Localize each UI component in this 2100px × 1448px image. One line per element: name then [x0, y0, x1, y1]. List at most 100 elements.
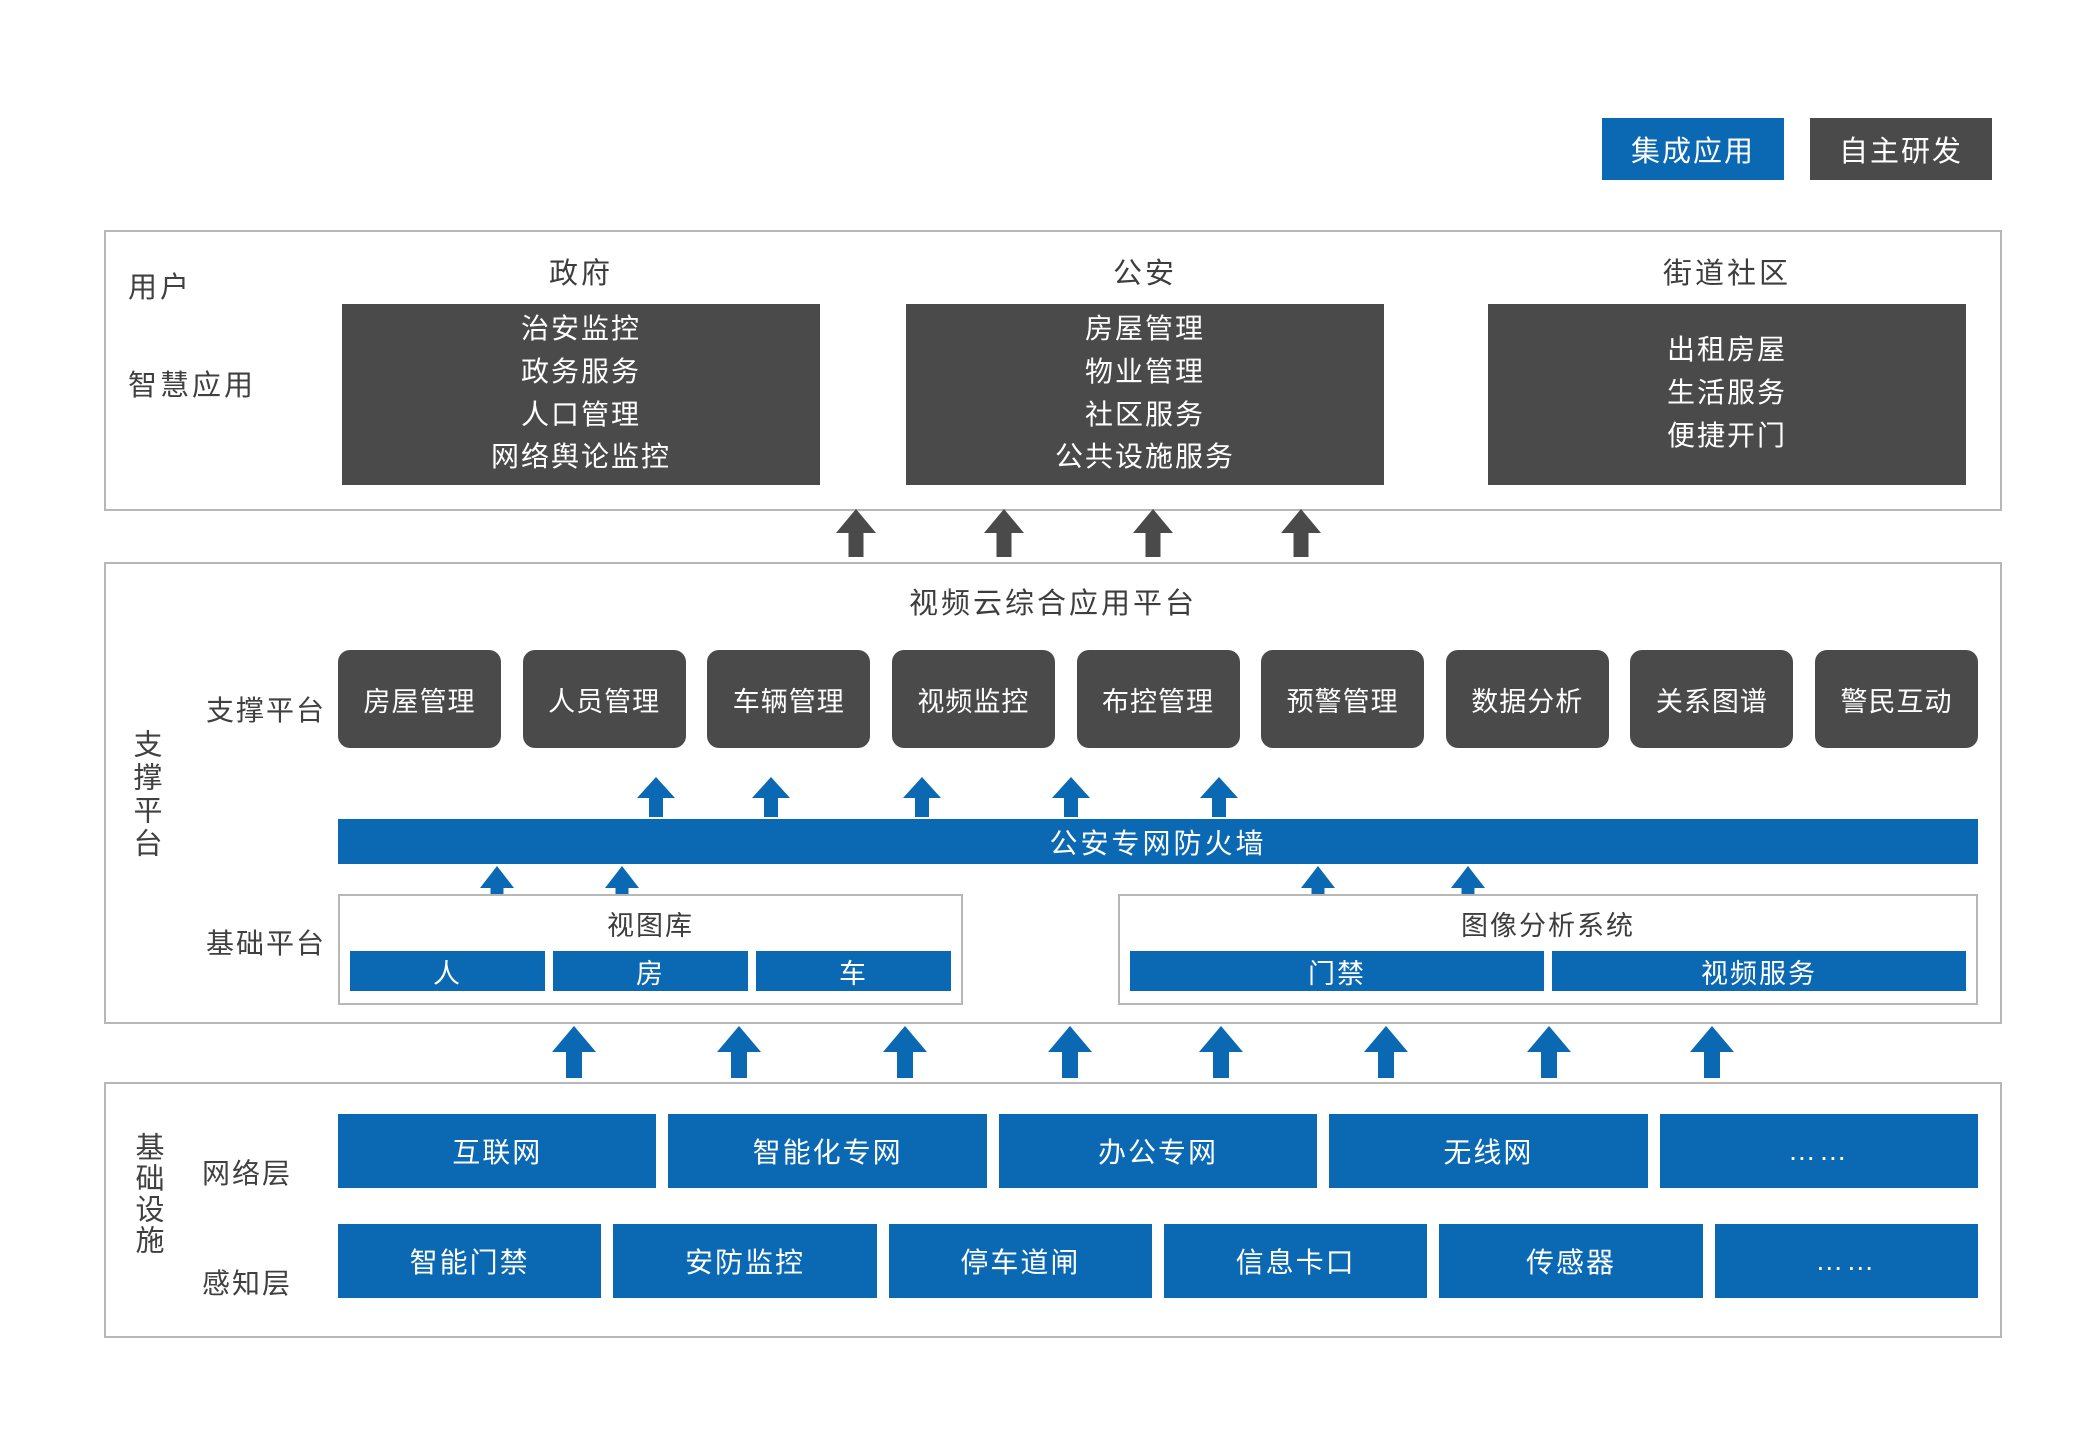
application-column-street-community: 街道社区 出租房屋 生活服务 便捷开门 [1488, 250, 1966, 485]
arrow-up-icon [1133, 509, 1173, 557]
network-item-wireless-network[interactable]: 无线网 [1329, 1114, 1648, 1188]
smart-application-section: 用户 智慧应用 政府 治安监控 政务服务 人口管理 网络舆论监控 公安 房屋管理… [104, 230, 2002, 511]
arrow-head [752, 777, 790, 798]
base-group-view-library: 视图库 人 房 车 [338, 894, 963, 1005]
application-item: 社区服务 [1084, 398, 1205, 430]
arrow-up-icon [1281, 509, 1321, 557]
network-layer-row: 互联网 智能化专网 办公专网 无线网 …… [338, 1114, 1979, 1188]
support-tile-relationship-graph[interactable]: 关系图谱 [1630, 650, 1794, 748]
firewall-bar: 公安专网防火墙 [338, 819, 1978, 864]
base-item-person[interactable]: 人 [350, 951, 545, 991]
arrow-head [1364, 1026, 1408, 1052]
support-tile-personnel-management[interactable]: 人员管理 [522, 650, 686, 748]
row-label-sensing-layer: 感知层 [202, 1268, 293, 1299]
support-tile-video-surveillance[interactable]: 视频监控 [891, 650, 1055, 748]
sensing-item-security-surveillance[interactable]: 安防监控 [613, 1224, 877, 1298]
base-item-video-service[interactable]: 视频服务 [1552, 951, 1966, 991]
arrow-shaft [1213, 1050, 1229, 1078]
support-tile-vehicle-management[interactable]: 车辆管理 [707, 650, 871, 748]
sensing-item-information-checkpoint[interactable]: 信息卡口 [1163, 1224, 1428, 1298]
arrow-shaft [764, 795, 778, 817]
arrow-up-icon [1052, 777, 1090, 817]
infrastructure-section: 基础设施 网络层 感知层 互联网 智能化专网 办公专网 无线网 …… 智能门禁 … [104, 1082, 2002, 1338]
application-column-body: 房屋管理 物业管理 社区服务 公共设施服务 [906, 304, 1384, 485]
row-label-network-layer: 网络层 [202, 1158, 293, 1189]
base-group-items: 人 房 车 [350, 951, 951, 991]
support-tile-deployment-control[interactable]: 布控管理 [1076, 650, 1240, 748]
arrow-head [637, 777, 675, 798]
arrow-shaft [1704, 1050, 1720, 1078]
arrow-shaft [731, 1050, 747, 1078]
base-group-items: 门禁 视频服务 [1130, 951, 1966, 991]
platform-title: 视频云综合应用平台 [908, 588, 1197, 620]
network-item-internet[interactable]: 互联网 [338, 1114, 657, 1188]
application-item: 公共设施服务 [1054, 441, 1235, 473]
arrow-shaft [1064, 795, 1078, 817]
application-item: 人口管理 [520, 398, 641, 430]
arrow-shaft [1212, 795, 1226, 817]
application-item: 政务服务 [520, 355, 641, 387]
arrow-head [883, 1026, 927, 1052]
base-group-title: 视图库 [607, 911, 694, 941]
sensing-item-sensor[interactable]: 传感器 [1439, 1224, 1703, 1298]
arrow-head [1052, 777, 1090, 798]
arrow-up-icon [1690, 1026, 1734, 1078]
arrow-up-icon [883, 1026, 927, 1078]
arrow-head [1527, 1026, 1571, 1052]
legend: 集成应用 自主研发 [1602, 118, 1992, 180]
arrow-shaft [996, 527, 1012, 557]
arrow-up-icon [1200, 777, 1238, 817]
sensing-item-more[interactable]: …… [1714, 1224, 1978, 1298]
network-item-intelligent-private-network[interactable]: 智能化专网 [668, 1114, 987, 1188]
arrow-head [903, 777, 941, 798]
platform-section: 支撑平台 视频云综合应用平台 支撑平台 基础平台 房屋管理 人员管理 车辆管理 … [104, 562, 2002, 1024]
network-item-more[interactable]: …… [1659, 1114, 1979, 1188]
sensing-item-smart-access-control[interactable]: 智能门禁 [338, 1224, 602, 1298]
support-tile-house-management[interactable]: 房屋管理 [338, 650, 501, 748]
sensing-item-parking-barrier[interactable]: 停车道闸 [888, 1224, 1152, 1298]
application-column-title: 政府 [548, 258, 613, 290]
network-item-office-private-network[interactable]: 办公专网 [998, 1114, 1318, 1188]
arrow-head [1301, 866, 1335, 888]
row-label-user: 用户 [128, 272, 193, 304]
support-tile-police-public-interaction[interactable]: 警民互动 [1815, 650, 1978, 748]
row-label-base-platform: 基础平台 [206, 928, 327, 959]
base-item-vehicle[interactable]: 车 [756, 951, 951, 991]
arrow-head [717, 1026, 761, 1052]
base-group-title: 图像分析系统 [1461, 911, 1635, 941]
application-item: 便捷开门 [1666, 419, 1787, 451]
arrow-up-icon [984, 509, 1024, 557]
application-column-title: 公安 [1112, 258, 1177, 290]
arrow-shaft [897, 1050, 913, 1078]
application-column-government: 政府 治安监控 政务服务 人口管理 网络舆论监控 [342, 250, 820, 485]
support-tile-data-analysis[interactable]: 数据分析 [1445, 650, 1609, 748]
row-label-smart-application: 智慧应用 [128, 370, 257, 402]
base-group-image-analysis-system: 图像分析系统 门禁 视频服务 [1118, 894, 1978, 1005]
base-item-house[interactable]: 房 [553, 951, 748, 991]
support-tile-row: 房屋管理 人员管理 车辆管理 视频监控 布控管理 预警管理 数据分析 关系图谱 … [338, 650, 1978, 748]
arrow-up-icon [752, 777, 790, 817]
arrow-shaft [915, 795, 929, 817]
arrow-head [552, 1026, 596, 1052]
application-column-title: 街道社区 [1662, 258, 1791, 290]
sensing-layer-row: 智能门禁 安防监控 停车道闸 信息卡口 传感器 …… [338, 1224, 1978, 1298]
application-item: 生活服务 [1666, 377, 1787, 409]
arrow-head [605, 866, 639, 888]
arrow-head [1048, 1026, 1092, 1052]
firewall-label: 公安专网防火墙 [1049, 827, 1267, 859]
legend-item-integrated-app: 集成应用 [1602, 118, 1784, 180]
application-column-public-security: 公安 房屋管理 物业管理 社区服务 公共设施服务 [906, 250, 1384, 485]
arrow-shaft [1293, 527, 1309, 557]
arrow-shaft [1378, 1050, 1394, 1078]
arrow-shaft [1145, 527, 1161, 557]
arrow-up-icon [1527, 1026, 1571, 1078]
base-item-access-control[interactable]: 门禁 [1130, 951, 1544, 991]
application-item: 房屋管理 [1084, 312, 1205, 344]
arrow-up-icon [903, 777, 941, 817]
support-tile-early-warning[interactable]: 预警管理 [1261, 650, 1425, 748]
legend-label-self-developed: 自主研发 [1838, 136, 1963, 168]
legend-label-integrated-app: 集成应用 [1630, 136, 1755, 168]
arrow-head [480, 866, 514, 888]
application-item: 物业管理 [1084, 355, 1205, 387]
